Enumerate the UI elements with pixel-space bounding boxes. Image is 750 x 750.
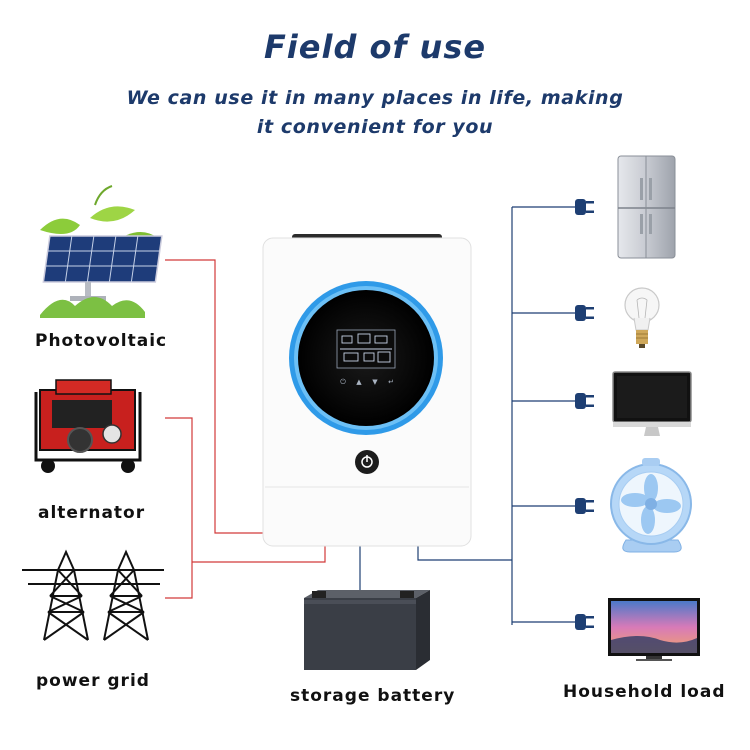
subtitle-line-1: We can use it in many places in life, ma… xyxy=(126,87,624,109)
monitor-image xyxy=(612,371,692,436)
plug-icon xyxy=(575,498,594,514)
solar-panel-image xyxy=(40,185,163,318)
inverter-keys: ⏻ ▲ ▼ ↵ xyxy=(340,378,394,386)
tv-image xyxy=(608,598,700,661)
alternator-line xyxy=(165,417,193,599)
fan-image xyxy=(610,458,692,553)
svg-text:⏻: ⏻ xyxy=(340,378,346,386)
inverter: ⏻ ▲ ▼ ↵ xyxy=(262,234,472,547)
load-connection-lines xyxy=(359,206,575,625)
refrigerator-image xyxy=(617,155,676,259)
svg-text:▲: ▲ xyxy=(356,378,362,386)
svg-text:▼: ▼ xyxy=(372,378,378,386)
load-bus-line xyxy=(417,540,512,561)
subtitle-line-2: it convenient for you xyxy=(256,116,494,138)
label-household-load: Household load xyxy=(563,682,726,702)
label-power-grid: power grid xyxy=(36,671,150,691)
plug-icon xyxy=(575,393,594,409)
label-photovoltaic: Photovoltaic xyxy=(35,331,167,351)
svg-text:↵: ↵ xyxy=(388,378,394,386)
plug-icons xyxy=(575,199,594,630)
label-storage-battery: storage battery xyxy=(290,686,455,706)
page-title: Field of use xyxy=(263,28,487,66)
generator-image xyxy=(34,379,142,473)
light-bulb-image xyxy=(624,287,660,348)
label-alternator: alternator xyxy=(38,503,145,523)
storage-battery-image xyxy=(304,590,430,670)
plug-icon xyxy=(575,199,594,215)
power-grid-image xyxy=(22,549,164,641)
page-subtitle: We can use it in many places in life, ma… xyxy=(100,84,650,142)
plug-icon xyxy=(575,305,594,321)
plug-icon xyxy=(575,614,594,630)
